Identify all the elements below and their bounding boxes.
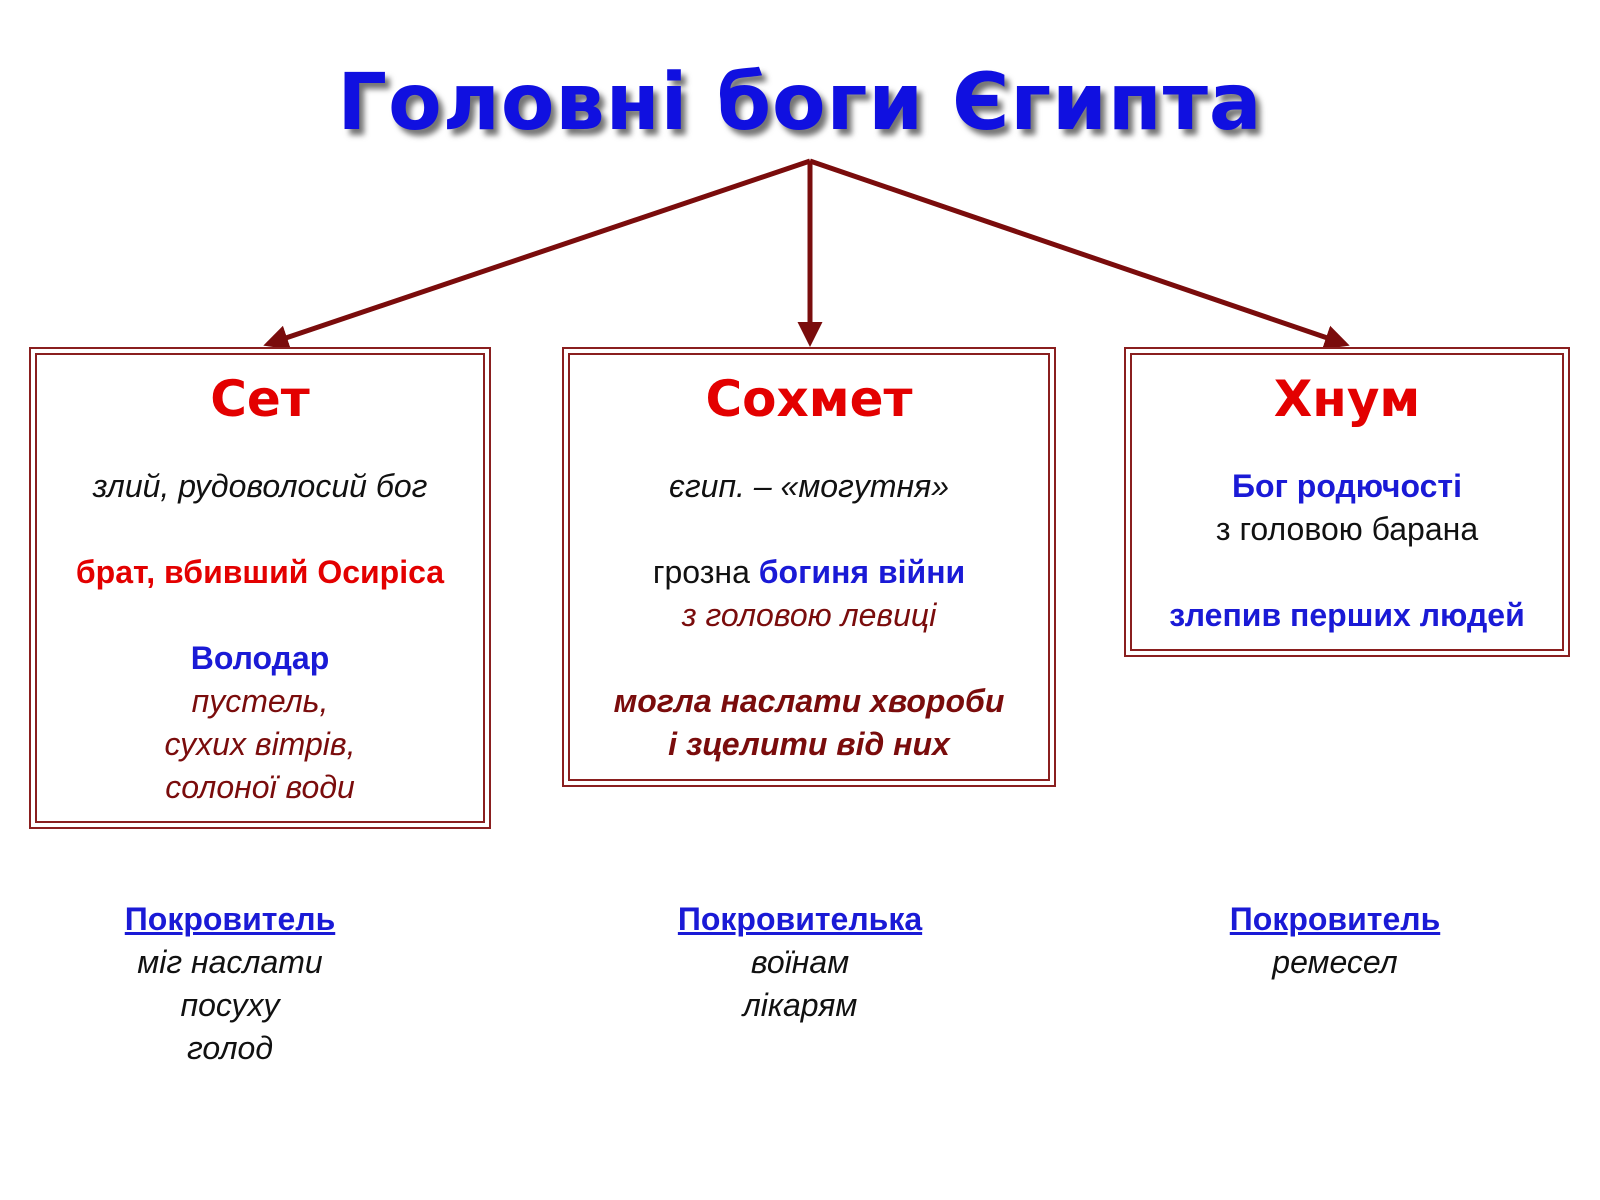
sokhmet-role-prefix: грозна bbox=[652, 554, 759, 590]
patron-khnum: Покровитель ремесел bbox=[1165, 898, 1505, 984]
patron-item: ремесел bbox=[1272, 944, 1398, 980]
khnum-deed: злепив перших людей bbox=[1169, 597, 1525, 633]
god-name-khnum: Хнум bbox=[1273, 370, 1421, 428]
page-title: Головні боги Єгипта bbox=[337, 58, 1263, 148]
set-domain-3: солоної води bbox=[165, 769, 355, 805]
set-title: Володар bbox=[190, 640, 330, 676]
sokhmet-power-2: і зцелити від них bbox=[668, 726, 950, 762]
khnum-role: Бог родючості bbox=[1232, 468, 1462, 504]
sokhmet-power-1: могла наслати хвороби bbox=[613, 683, 1005, 719]
sokhmet-etymology: єгип. – «могутня» bbox=[669, 468, 949, 504]
god-name-set: Сет bbox=[210, 370, 310, 428]
set-description: злий, рудоволосий бог bbox=[92, 468, 428, 504]
patron-heading-khnum: Покровитель bbox=[1229, 901, 1441, 937]
god-box-khnum: Хнум Бог родючості з головою барана злеп… bbox=[1124, 347, 1570, 657]
patron-item: голод bbox=[186, 1030, 274, 1066]
patron-item: посуху bbox=[180, 987, 280, 1023]
patron-heading-set: Покровитель bbox=[124, 901, 336, 937]
sokhmet-role: грозна богиня війни bbox=[570, 551, 1048, 594]
patron-sokhmet: Покровителька воїнам лікарям bbox=[620, 898, 980, 1027]
arrow-to-set bbox=[263, 158, 811, 350]
arrow-to-khnum bbox=[809, 158, 1350, 350]
khnum-appearance: з головою барана bbox=[1215, 511, 1479, 547]
god-name-sokhmet: Сохмет bbox=[705, 370, 913, 428]
patron-heading-sokhmet: Покровителька bbox=[677, 901, 923, 937]
set-domain-1: пустель, bbox=[191, 683, 329, 719]
patron-item: лікарям bbox=[742, 987, 858, 1023]
patron-item: воїнам bbox=[750, 944, 850, 980]
god-box-sokhmet: Сохмет єгип. – «могутня» грозна богиня в… bbox=[562, 347, 1056, 787]
patron-set: Покровитель міг наслати посуху голод bbox=[60, 898, 400, 1070]
sokhmet-role-highlight: богиня війни bbox=[758, 554, 966, 590]
patron-item: міг наслати bbox=[137, 944, 323, 980]
set-relation: брат, вбивший Осиріса bbox=[75, 554, 445, 590]
sokhmet-appearance: з головою левиці bbox=[681, 597, 937, 633]
set-domain-2: сухих вітрів, bbox=[164, 726, 356, 762]
god-box-set: Сет злий, рудоволосий бог брат, вбивший … bbox=[29, 347, 491, 829]
